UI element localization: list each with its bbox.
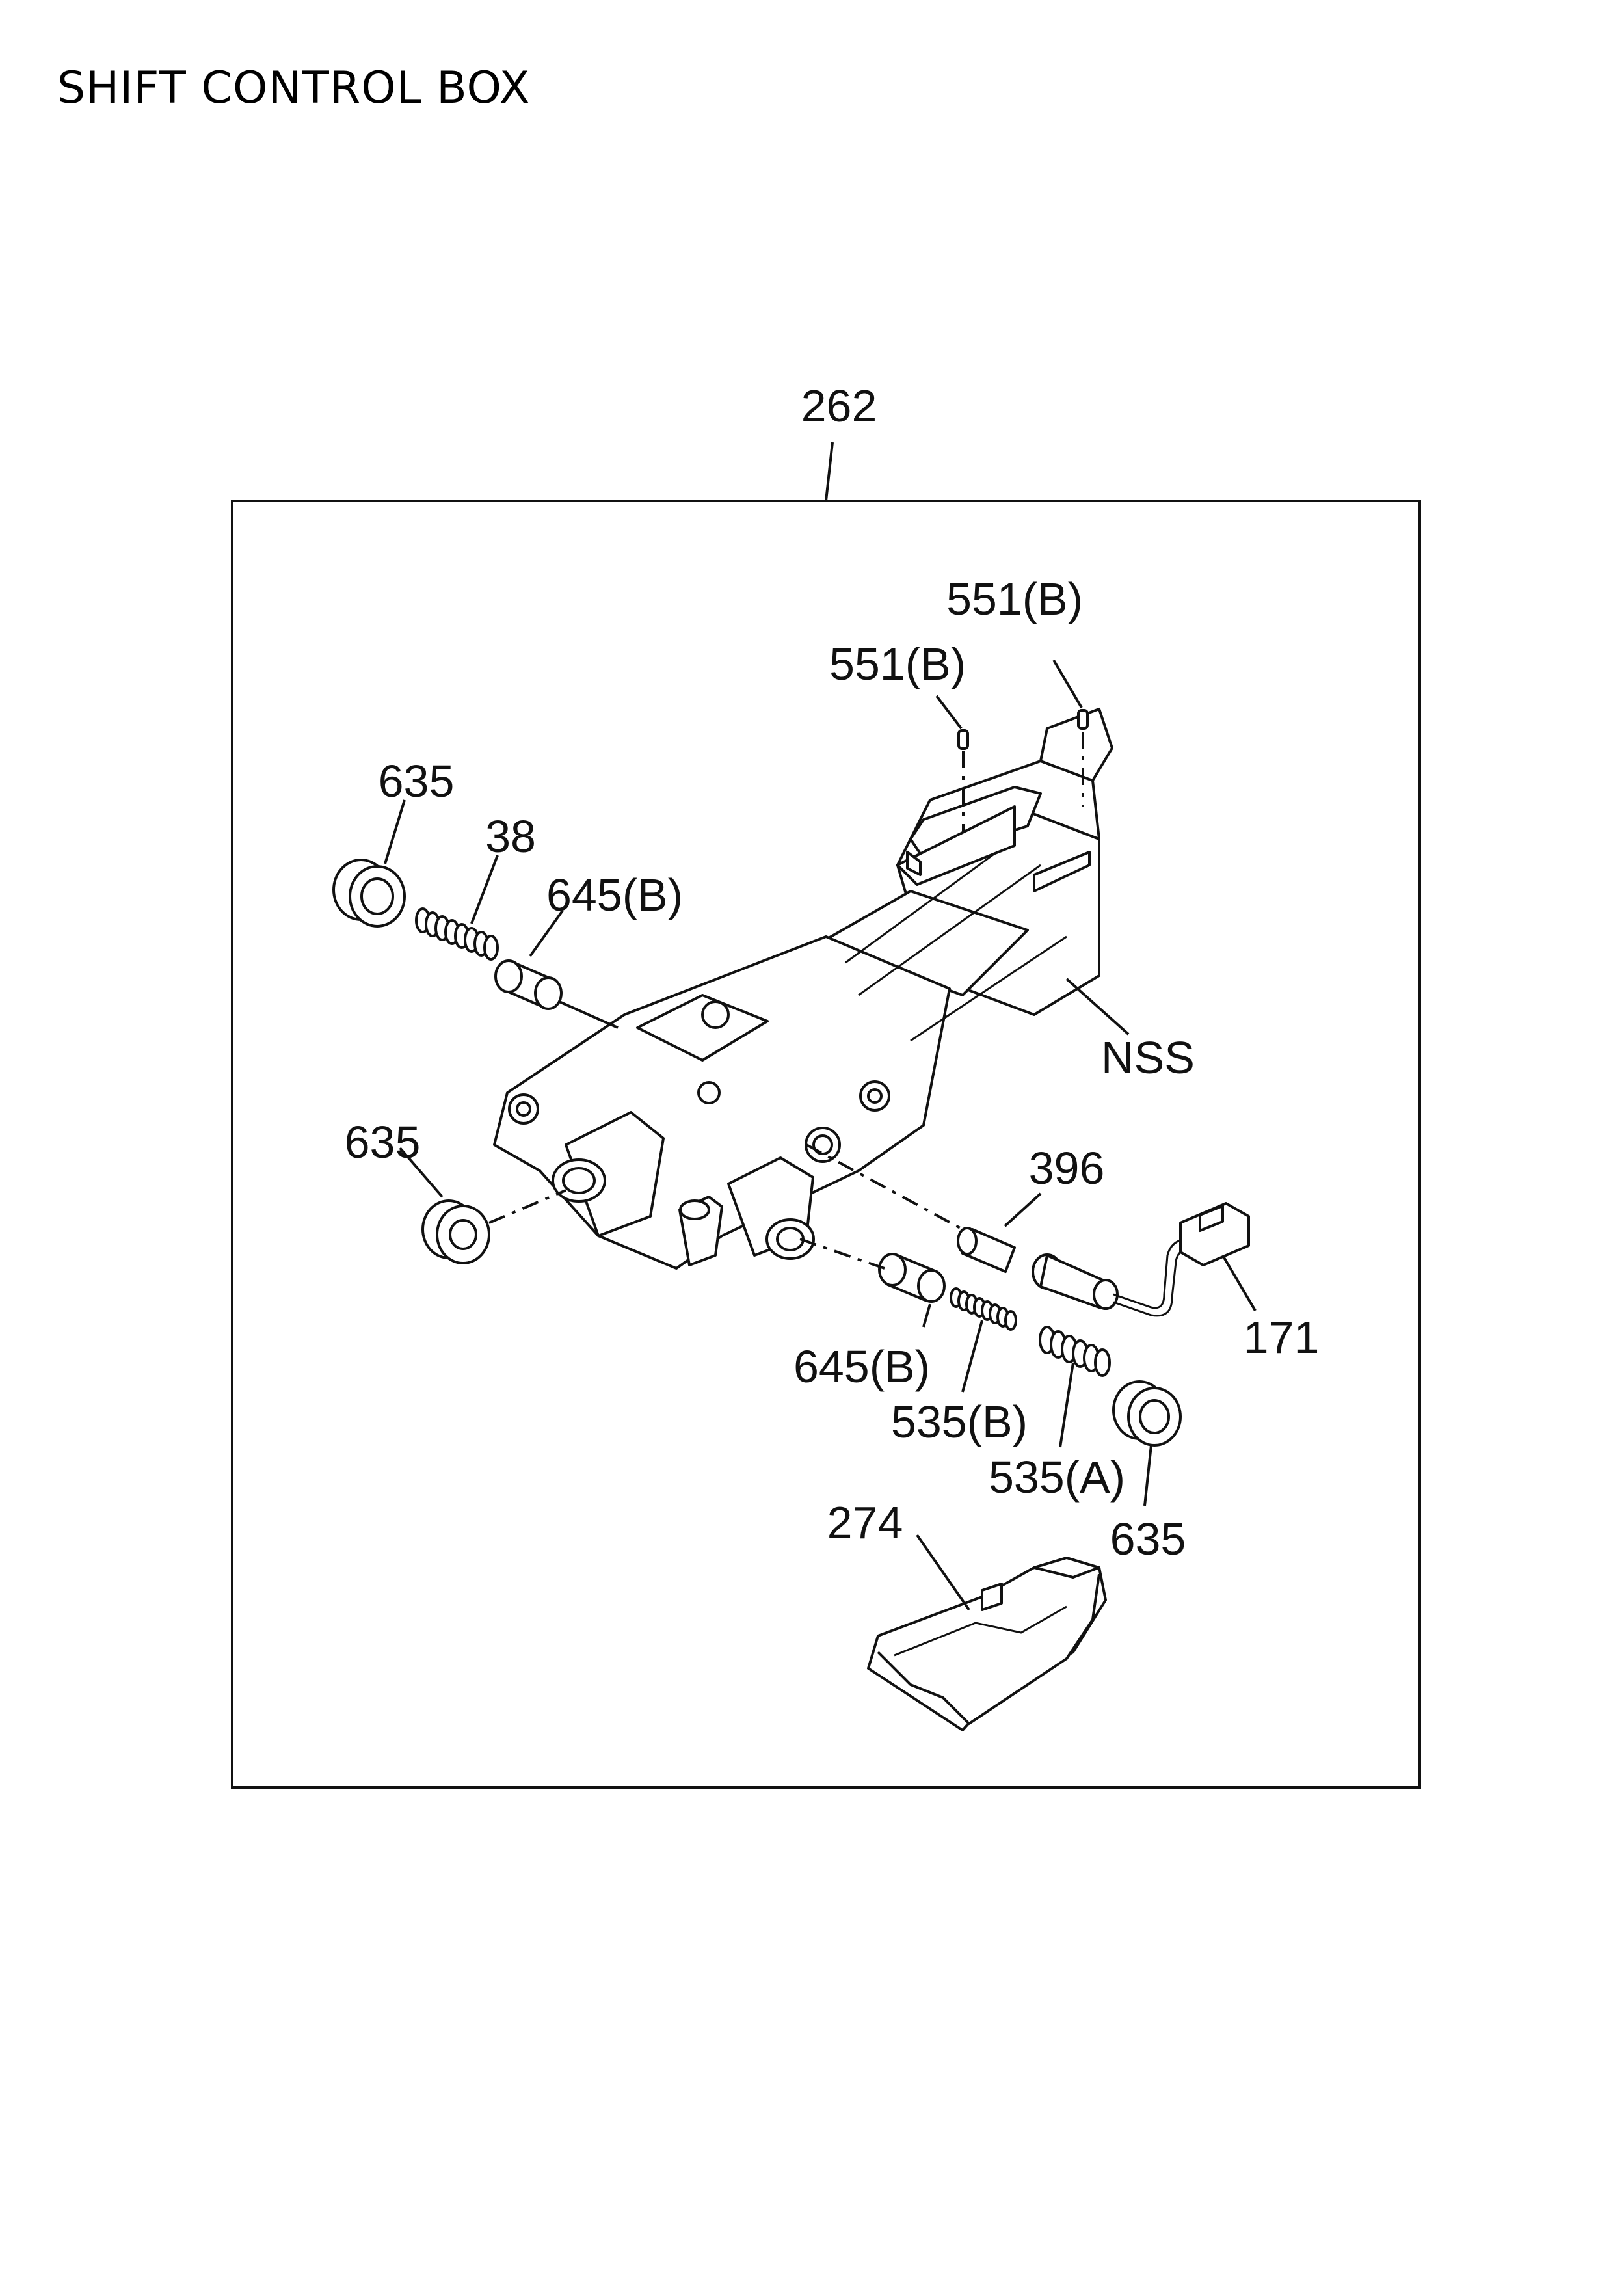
spring-535b[interactable] bbox=[950, 1287, 1017, 1331]
callout-551b-lower: 551(B) bbox=[829, 639, 966, 689]
piston-645b-lower[interactable] bbox=[878, 1253, 946, 1303]
callout-645b-upper: 645(B) bbox=[546, 870, 683, 920]
callout-38: 38 bbox=[485, 811, 536, 862]
callout-274: 274 bbox=[827, 1497, 903, 1548]
leader-262 bbox=[825, 442, 834, 501]
callout-171: 171 bbox=[1244, 1312, 1320, 1363]
callout-535a: 535(A) bbox=[989, 1452, 1125, 1503]
plug-635-left[interactable] bbox=[421, 1199, 490, 1264]
shift-control-housing[interactable] bbox=[493, 805, 1100, 1270]
spring-535a[interactable] bbox=[1039, 1326, 1111, 1377]
spring-38[interactable] bbox=[415, 907, 499, 961]
page-title: SHIFT CONTROL BOX bbox=[57, 62, 531, 114]
callout-535b: 535(B) bbox=[891, 1396, 1028, 1447]
plug-635-top[interactable] bbox=[332, 859, 406, 928]
callout-635-left: 635 bbox=[345, 1117, 421, 1168]
callout-262: 262 bbox=[801, 381, 877, 431]
callout-635-right: 635 bbox=[1110, 1514, 1186, 1564]
callout-nss: NSS bbox=[1101, 1032, 1195, 1083]
pin-551b-right[interactable] bbox=[1077, 709, 1089, 730]
callout-396: 396 bbox=[1029, 1143, 1105, 1194]
pin-551b-left[interactable] bbox=[957, 729, 969, 750]
pin-396[interactable] bbox=[957, 1227, 1016, 1273]
switch-harness-171[interactable] bbox=[1032, 1202, 1250, 1317]
callout-645b-lower: 645(B) bbox=[793, 1341, 930, 1392]
cover-274[interactable] bbox=[867, 1557, 1107, 1731]
callout-635-top: 635 bbox=[379, 756, 455, 807]
callout-551b-upper: 551(B) bbox=[946, 574, 1083, 624]
plug-635-right[interactable] bbox=[1112, 1380, 1182, 1447]
piston-645b-upper[interactable] bbox=[494, 959, 563, 1010]
